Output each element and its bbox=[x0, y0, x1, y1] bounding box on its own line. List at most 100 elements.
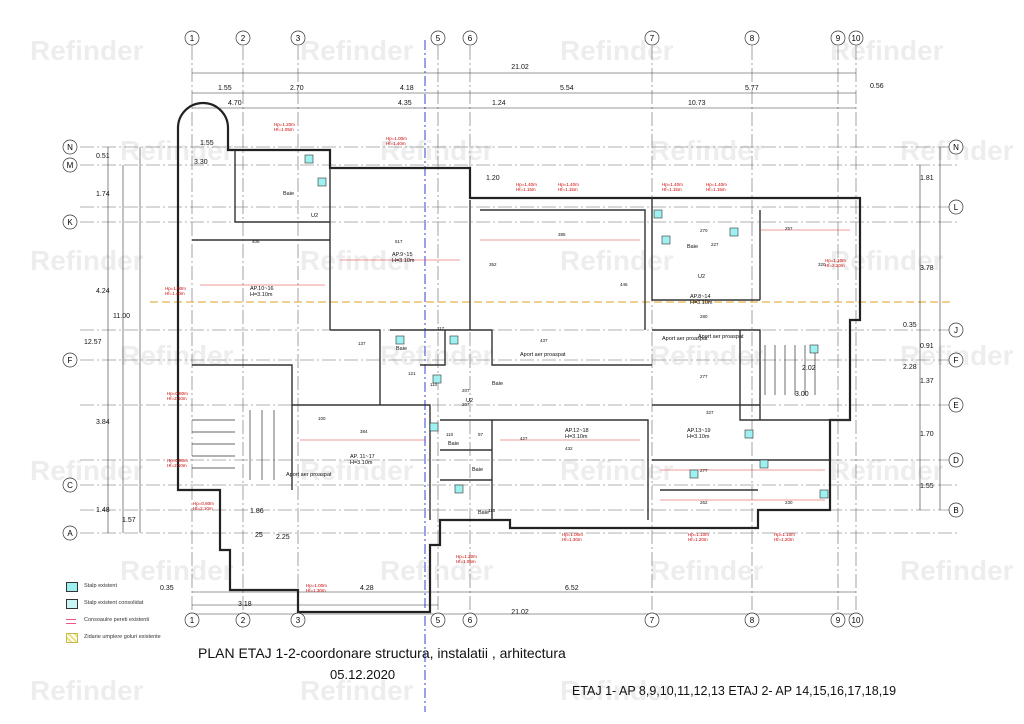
dim-left: 1.74 bbox=[96, 191, 110, 198]
watermark-text: Refinder bbox=[650, 340, 764, 371]
room-dimension: 110 bbox=[446, 432, 454, 437]
dim-top: 4.35 bbox=[398, 100, 412, 107]
column-marker bbox=[317, 177, 327, 187]
floor-apartments-note: ETAJ 1- AP 8,9,10,11,12,13 ETAJ 2- AP 14… bbox=[572, 684, 897, 698]
dim-top: 1.24 bbox=[492, 100, 506, 107]
dim-right: 1.55 bbox=[920, 483, 934, 490]
room-dimension: 384 bbox=[360, 429, 368, 434]
room-label: Aport aer proaspat bbox=[286, 472, 332, 478]
grid-row-label: C bbox=[67, 481, 73, 490]
legend-label: Stalp existent consolidat bbox=[84, 600, 144, 606]
grid-column-bubble bbox=[830, 30, 846, 46]
window-hp: Hp=1.20m bbox=[456, 554, 477, 559]
grid-row-bubble bbox=[62, 352, 78, 368]
dim-bottom: 4.28 bbox=[360, 585, 374, 592]
window-hf: Hf=1.15m bbox=[558, 187, 578, 192]
grid-column-label: 3 bbox=[296, 616, 301, 625]
dim-left: 11.00 bbox=[113, 313, 130, 320]
walls bbox=[176, 101, 862, 614]
room-label: U2 bbox=[311, 213, 318, 219]
room-dimension: 137 bbox=[358, 341, 366, 346]
grid-row-bubble bbox=[948, 502, 964, 518]
grid-column-bubble bbox=[462, 612, 478, 628]
watermark-text: Refinder bbox=[560, 675, 674, 706]
apartment-label: AP.12~18 bbox=[565, 428, 589, 434]
grid-row-label: J bbox=[954, 326, 958, 335]
room-dimension: 97 bbox=[478, 432, 484, 437]
room-dimension: 446 bbox=[620, 282, 628, 287]
grid-row-label: E bbox=[953, 401, 958, 410]
room-dimension: 437 bbox=[540, 338, 548, 343]
grid-row-label: N bbox=[953, 143, 959, 152]
grid-column-bubble bbox=[430, 612, 446, 628]
dim-top: 0.56 bbox=[870, 83, 884, 90]
room-label: Aport aer proaspat bbox=[662, 336, 708, 342]
grid-row-label: A bbox=[67, 529, 73, 538]
grid-row-label: F bbox=[68, 356, 73, 365]
room-label: Baie bbox=[448, 441, 459, 447]
dim-left: 1.57 bbox=[122, 517, 136, 524]
apartment-height: H=3.10m bbox=[690, 300, 713, 306]
legend-item-wall-consolidation: Consoaulre pereti existenti bbox=[66, 616, 216, 633]
window-hf: Hf=1.05m bbox=[274, 127, 294, 132]
room-dimension: 270 bbox=[700, 228, 708, 233]
column-marker bbox=[454, 484, 464, 494]
grid-row-label: N bbox=[67, 143, 73, 152]
room-dimension: 427 bbox=[520, 436, 528, 441]
dim-top: 5.54 bbox=[560, 85, 574, 92]
window-hf: Hf=1.40m bbox=[386, 141, 406, 146]
room-label: U2 bbox=[698, 274, 705, 280]
grid-column-label: 5 bbox=[436, 616, 441, 625]
watermark-text: Refinder bbox=[30, 35, 144, 66]
room-dimension: 121 bbox=[408, 371, 416, 376]
grid-column-label: 2 bbox=[241, 616, 246, 625]
column-marker bbox=[429, 422, 439, 432]
watermark-text: Refinder bbox=[830, 245, 944, 276]
dim-right: 1.37 bbox=[920, 378, 934, 385]
room-labels: AP.10~16H=3.10mAP.9~15H=3.10mAP.8~14H=3.… bbox=[194, 140, 826, 541]
window-hf: Hf=2.10m bbox=[193, 506, 213, 511]
grid-column-label: 2 bbox=[241, 34, 246, 43]
room-dimension: 327 bbox=[706, 410, 714, 415]
room-label: Aport aer proaspat bbox=[698, 334, 744, 340]
room-label: Baie bbox=[396, 346, 407, 352]
dim-bottom: 3.18 bbox=[238, 601, 252, 608]
misc-label: 1.55 bbox=[200, 140, 214, 147]
window-labels: Hp=1.20mHf=1.05mHp=1.00mHf=1.40mHp=1.40m… bbox=[165, 122, 846, 593]
window-hp: Hp=1.40m bbox=[662, 182, 683, 187]
room-dimension: 110 bbox=[488, 508, 496, 513]
window-hp: Hp=1.20m bbox=[274, 122, 295, 127]
watermark-text: Refinder bbox=[300, 245, 414, 276]
grid-column-label: 1 bbox=[190, 616, 195, 625]
window-hp: Hp=1.00m bbox=[165, 286, 186, 291]
misc-label: 25 bbox=[255, 532, 263, 539]
room-dimension: 207 bbox=[462, 402, 470, 407]
grid-column-label: 8 bbox=[750, 616, 755, 625]
room-dimension: 432 bbox=[565, 446, 573, 451]
room-dimension: 227 bbox=[711, 242, 719, 247]
grid-row-label: M bbox=[67, 161, 74, 170]
grid-column-label: 8 bbox=[750, 34, 755, 43]
dim-right: 0.91 bbox=[920, 343, 934, 350]
legend-swatch bbox=[66, 619, 76, 624]
window-hp: Hp=1.00m bbox=[562, 532, 583, 537]
drawing-date: 05.12.2020 bbox=[330, 667, 396, 682]
watermark-text: Refinder bbox=[30, 455, 144, 486]
window-hf: Hf=2.10m bbox=[167, 463, 187, 468]
dim-top: 2.70 bbox=[290, 85, 304, 92]
room-dimension: 385 bbox=[558, 232, 566, 237]
grid-row-bubble bbox=[948, 322, 964, 338]
room-dimension: 352 bbox=[489, 262, 497, 267]
window-hf: Hf=1.20m bbox=[688, 537, 708, 542]
legend-item-column-existing: Stalp existent bbox=[66, 582, 216, 599]
window-hf: Hf=1.15m bbox=[662, 187, 682, 192]
window-hp: Hp=0.80m bbox=[167, 458, 188, 463]
grid-column-label: 5 bbox=[436, 34, 441, 43]
structural-columns bbox=[304, 154, 829, 499]
grid-row-label: B bbox=[953, 506, 958, 515]
watermark-text: Refinder bbox=[830, 455, 944, 486]
room-label: Baie bbox=[687, 244, 698, 250]
window-hp: Hp=1.10m bbox=[774, 532, 795, 537]
dim-top: 5.77 bbox=[745, 85, 759, 92]
grid-row-bubble bbox=[62, 214, 78, 230]
